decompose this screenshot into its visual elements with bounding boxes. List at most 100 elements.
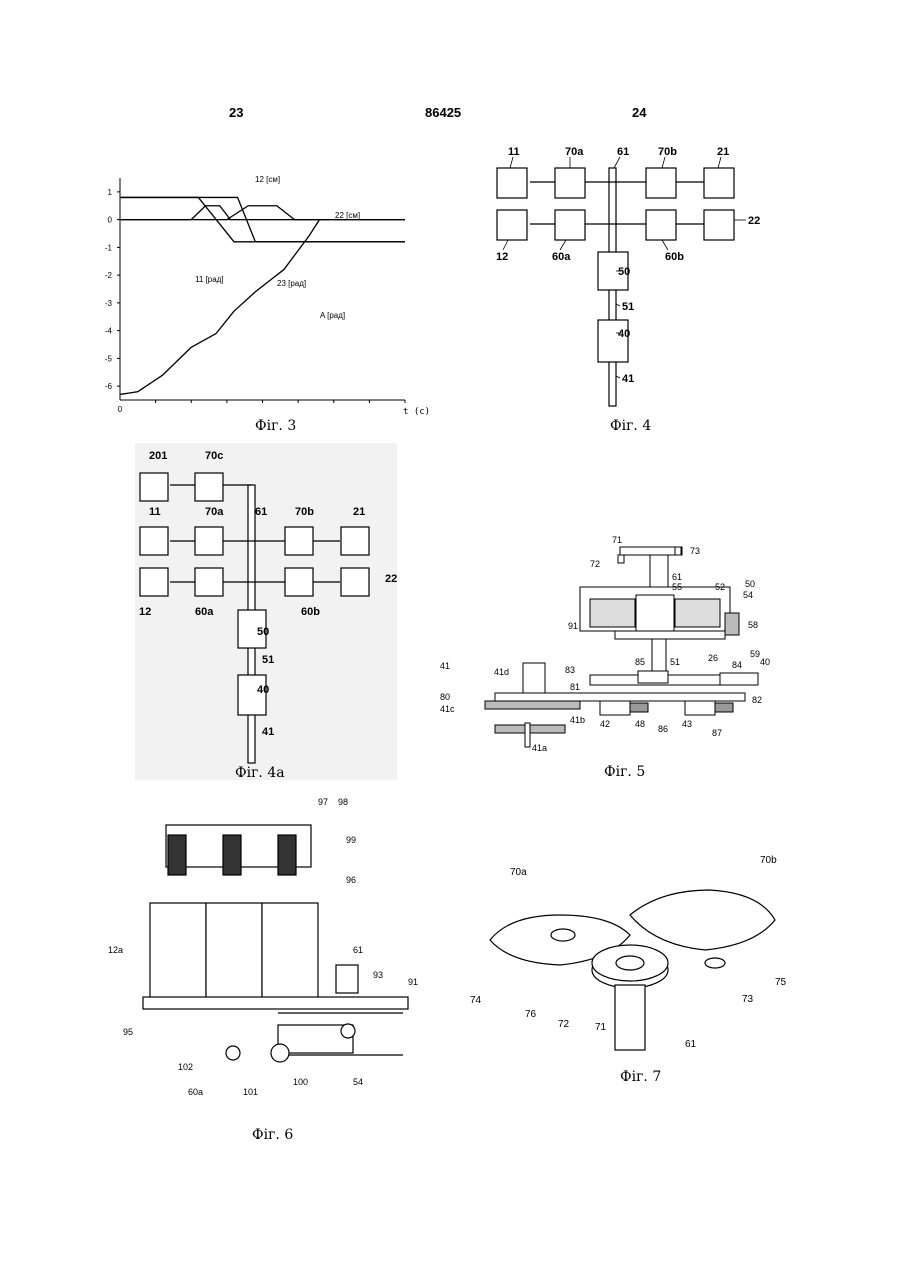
label-51: 51 <box>262 654 274 666</box>
patent-number: 86425 <box>425 105 461 120</box>
spring-48 <box>630 703 648 712</box>
label-12: 12 <box>139 606 151 618</box>
series-line <box>120 206 405 220</box>
block-70b <box>646 168 676 198</box>
label-43: 43 <box>682 719 692 729</box>
series-line <box>120 220 320 395</box>
x-axis-label: t (c) <box>403 407 430 417</box>
label-86: 86 <box>658 724 668 734</box>
block-70b <box>285 527 313 555</box>
label-60b: 60b <box>301 606 320 618</box>
label-61: 61 <box>255 506 267 518</box>
label-95: 95 <box>123 1027 133 1037</box>
gear-43 <box>685 701 715 715</box>
label-76: 76 <box>525 1009 537 1020</box>
page-number-left: 23 <box>229 105 243 120</box>
label-82: 82 <box>752 695 762 705</box>
spring-87 <box>715 703 733 712</box>
label-41d: 41d <box>494 667 509 677</box>
pivot-102 <box>226 1046 240 1060</box>
part-84 <box>720 673 758 685</box>
y-tick-label: 0 <box>108 216 113 225</box>
y-tick-label: -2 <box>105 271 113 280</box>
block-12 <box>497 210 527 240</box>
label-61: 61 <box>672 572 682 582</box>
label-71: 71 <box>612 535 622 545</box>
chart-series <box>120 197 405 394</box>
label-40: 40 <box>257 684 269 696</box>
label-41: 41 <box>440 661 450 671</box>
label-50: 50 <box>745 579 755 589</box>
rotor-55 <box>636 595 674 633</box>
label-71: 71 <box>595 1022 607 1033</box>
column-61 <box>336 965 358 993</box>
series-label: 22 [см] <box>335 211 360 220</box>
label-84: 84 <box>732 660 742 670</box>
block-70a <box>195 527 223 555</box>
base-26 <box>615 631 725 639</box>
label-12a: 12a <box>108 945 123 955</box>
label-75: 75 <box>775 977 787 988</box>
label-22: 22 <box>748 215 760 227</box>
label-41: 41 <box>262 726 274 738</box>
fig5-mechanism: 71 73 72 61 55 52 50 54 58 91 26 59 41 4… <box>440 535 770 765</box>
x-tick-label: 0 <box>118 405 123 414</box>
solenoid-2 <box>206 903 262 1003</box>
label-80: 80 <box>440 692 450 702</box>
disk-70b <box>630 890 775 950</box>
fig6-caption: Фіг. 6 <box>252 1127 293 1143</box>
label-54: 54 <box>743 590 753 600</box>
block-21 <box>341 527 369 555</box>
fig3-chart: 10-1-2-3-4-5-60 12 [см]11 [рад]22 [см]23… <box>95 170 425 420</box>
chart-ticks: 10-1-2-3-4-5-60 <box>105 188 405 414</box>
label-11: 11 <box>149 506 161 518</box>
fig4-diagram: 11 70a 61 70b 21 12 60a 60b 22 50 51 40 … <box>490 140 770 410</box>
hub-71-hole <box>616 956 644 970</box>
block-22 <box>341 568 369 596</box>
label-58: 58 <box>748 620 758 630</box>
block-201 <box>140 473 168 501</box>
label-60a: 60a <box>188 1087 203 1097</box>
series-label: 23 [рад] <box>277 279 306 288</box>
shaft-61 <box>650 555 668 587</box>
label-81: 81 <box>570 682 580 692</box>
label-41: 41 <box>622 373 634 385</box>
fig4a-diagram: 201 70c 11 70a 61 70b 21 12 60a 60b 22 5… <box>135 445 397 765</box>
block-60a <box>195 568 223 596</box>
solenoid-3 <box>262 903 318 1003</box>
label-41a: 41a <box>532 743 547 753</box>
label-72: 72 <box>590 559 600 569</box>
label-21: 21 <box>353 506 365 518</box>
fig7-drawing: 70a 70b 74 76 72 71 73 75 61 <box>470 845 800 1055</box>
label-96: 96 <box>346 875 356 885</box>
y-tick-label: 1 <box>108 188 113 197</box>
chart-series-labels: 12 [см]11 [рад]22 [см]23 [рад]A [рад] <box>195 175 360 320</box>
block-11 <box>140 527 168 555</box>
label-70a: 70a <box>510 867 527 878</box>
label-72: 72 <box>558 1019 570 1030</box>
shaft-61 <box>615 985 645 1050</box>
block-12 <box>140 568 168 596</box>
base-plate <box>143 997 408 1009</box>
label-61: 61 <box>617 146 629 158</box>
plate-41c <box>485 701 580 709</box>
label-42: 42 <box>600 719 610 729</box>
label-60b: 60b <box>665 251 684 263</box>
label-40: 40 <box>618 328 630 340</box>
label-102: 102 <box>178 1062 193 1072</box>
label-70a: 70a <box>205 506 224 518</box>
fig4-caption: Фіг. 4 <box>610 418 651 434</box>
label-93: 93 <box>373 970 383 980</box>
label-101: 101 <box>243 1087 258 1097</box>
label-70c: 70c <box>205 450 223 462</box>
pin-73 <box>705 958 725 968</box>
label-98: 98 <box>338 797 348 807</box>
label-60a: 60a <box>552 251 571 263</box>
label-54: 54 <box>353 1077 363 1087</box>
fig7-caption: Фіг. 7 <box>620 1069 661 1085</box>
label-50: 50 <box>257 626 269 638</box>
pivot-101 <box>271 1044 289 1062</box>
label-91: 91 <box>408 977 418 987</box>
label-70a: 70a <box>565 146 584 158</box>
shaft-41a <box>525 723 530 747</box>
